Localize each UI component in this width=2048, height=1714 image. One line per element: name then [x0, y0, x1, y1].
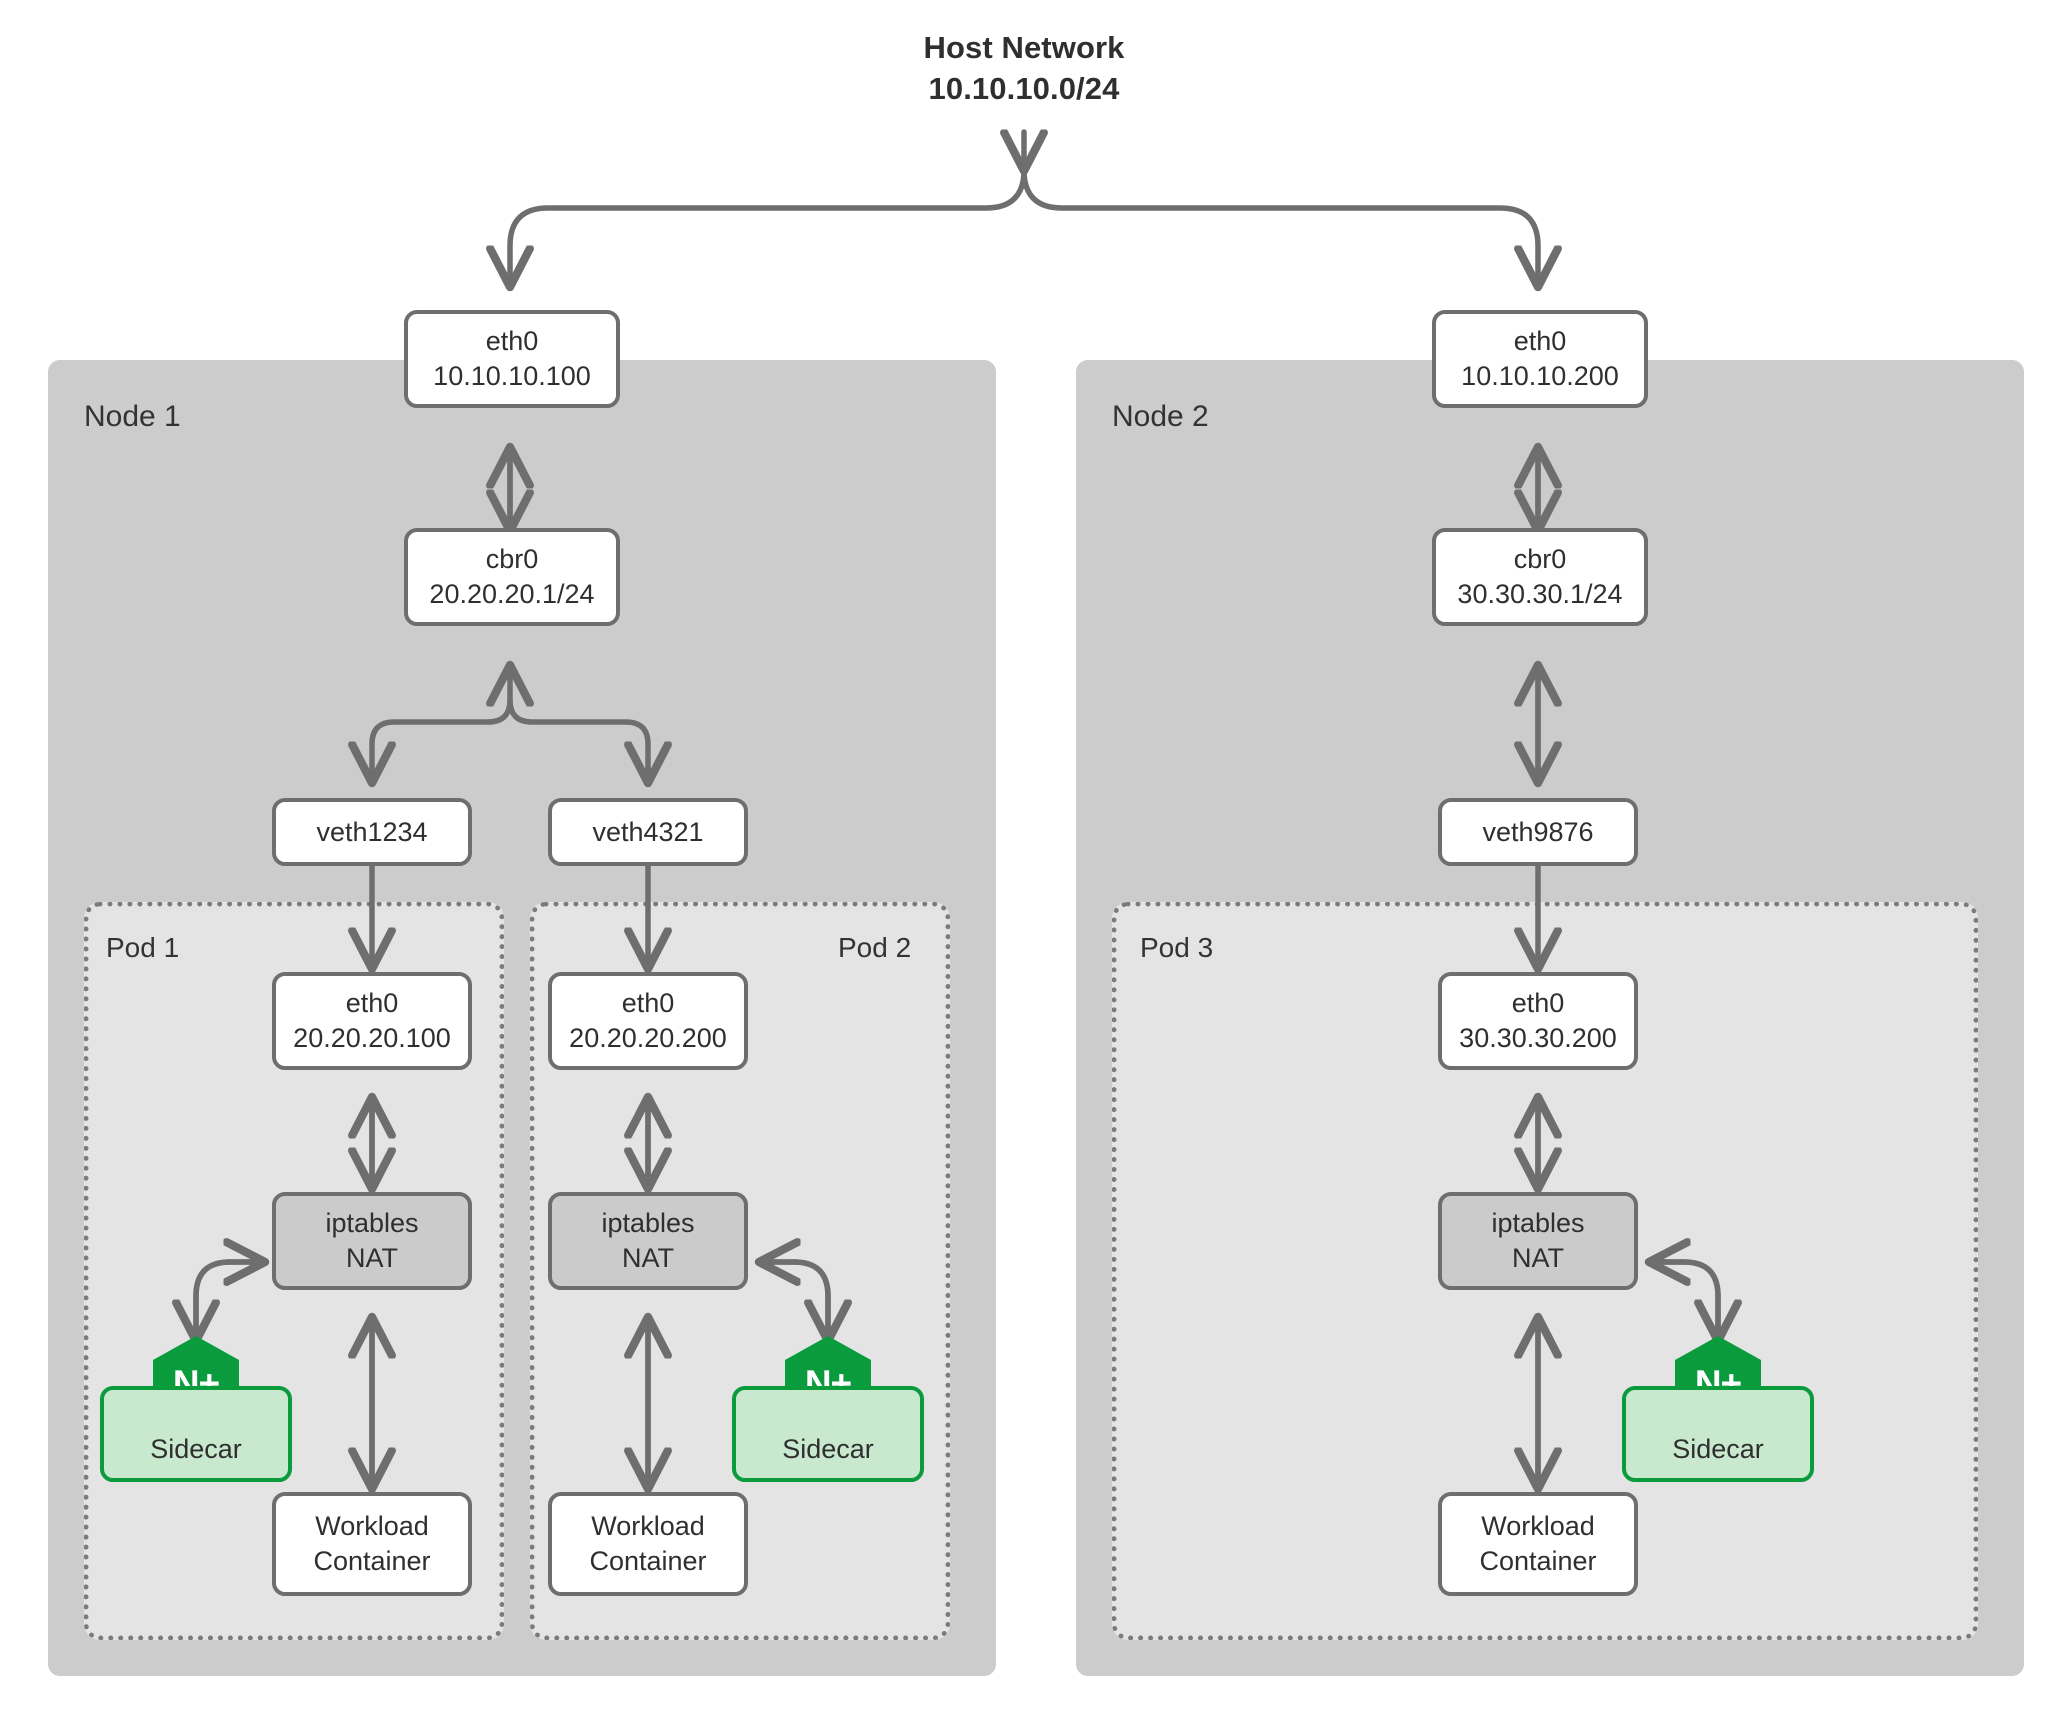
- pod-2-workload-line1: Workload: [591, 1511, 705, 1542]
- pod-3-eth0-box[interactable]: eth0 30.30.30.200: [1438, 972, 1638, 1070]
- pod-1-eth0-addr: 20.20.20.100: [293, 1023, 451, 1053]
- pod-2-sidecar-label: Sidecar: [782, 1434, 874, 1464]
- pod-1-iptables-nat-box[interactable]: iptables NAT: [272, 1192, 472, 1290]
- pod-2-workload-container-box[interactable]: Workload Container: [548, 1492, 748, 1596]
- node-2-veth9876-label: veth9876: [1482, 816, 1594, 847]
- pod-2-sidecar-box[interactable]: Sidecar: [732, 1386, 924, 1482]
- pod-1-sidecar-box[interactable]: Sidecar: [100, 1386, 292, 1482]
- node-1-veth1234-label: veth1234: [316, 816, 428, 847]
- pod-2-eth0-addr: 20.20.20.200: [569, 1023, 727, 1053]
- node-1-cbr0-name: cbr0: [485, 544, 539, 575]
- node-1-label: Node 1: [84, 400, 181, 433]
- pod-3-sidecar-box[interactable]: Sidecar: [1622, 1386, 1814, 1482]
- node-1-eth0-name: eth0: [485, 326, 539, 357]
- node-2-cbr0-addr: 30.30.30.1/24: [1457, 579, 1623, 609]
- pod-3-workload-line1: Workload: [1481, 1511, 1595, 1542]
- node-1-veth4321-label: veth4321: [592, 816, 704, 847]
- node-2-eth0-addr: 10.10.10.200: [1461, 361, 1619, 391]
- pod-3-workload-line2: Container: [1479, 1546, 1597, 1576]
- pod-1-sidecar-label: Sidecar: [150, 1434, 242, 1464]
- pod-1-label: Pod 1: [106, 932, 180, 963]
- node-2-label: Node 2: [1112, 400, 1209, 433]
- pod-1-eth0-name: eth0: [345, 988, 399, 1019]
- node-1-eth0-box[interactable]: eth0 10.10.10.100: [404, 310, 620, 408]
- pod-3-eth0-name: eth0: [1511, 988, 1565, 1019]
- pod-1-iptables-line2: NAT: [346, 1243, 398, 1273]
- pod-2-eth0-box[interactable]: eth0 20.20.20.200: [548, 972, 748, 1070]
- pod-2-iptables-line1: iptables: [601, 1208, 695, 1239]
- pod-2-eth0-name: eth0: [621, 988, 675, 1019]
- node-2-cbr0-box[interactable]: cbr0 30.30.30.1/24: [1432, 528, 1648, 626]
- node-2-veth9876-box[interactable]: veth9876: [1438, 798, 1638, 866]
- pod-1-workload-container-box[interactable]: Workload Container: [272, 1492, 472, 1596]
- pod-2-label: Pod 2: [838, 932, 912, 963]
- node-2-eth0-name: eth0: [1513, 326, 1567, 357]
- node-2-eth0-box[interactable]: eth0 10.10.10.200: [1432, 310, 1648, 408]
- node-1-veth1234-box[interactable]: veth1234: [272, 798, 472, 866]
- host-network-title-line1: Host Network: [923, 30, 1125, 65]
- host-network-title-line2: 10.10.10.0/24: [928, 70, 1120, 106]
- pod-2-iptables-line2: NAT: [622, 1243, 674, 1273]
- node-1-cbr0-box[interactable]: cbr0 20.20.20.1/24: [404, 528, 620, 626]
- pod-3-label: Pod 3: [1140, 932, 1214, 963]
- pod-1-workload-line2: Container: [313, 1546, 431, 1576]
- node-2-cbr0-name: cbr0: [1513, 544, 1567, 575]
- pod-3-iptables-line2: NAT: [1512, 1243, 1564, 1273]
- pod-3-sidecar-label: Sidecar: [1672, 1434, 1764, 1464]
- pod-3-workload-container-box[interactable]: Workload Container: [1438, 1492, 1638, 1596]
- pod-1-workload-line1: Workload: [315, 1511, 429, 1542]
- pod-3-eth0-addr: 30.30.30.200: [1459, 1023, 1617, 1053]
- pod-2-workload-line2: Container: [589, 1546, 707, 1576]
- pod-3-iptables-nat-box[interactable]: iptables NAT: [1438, 1192, 1638, 1290]
- node-1-cbr0-addr: 20.20.20.1/24: [429, 579, 595, 609]
- pod-2-iptables-nat-box[interactable]: iptables NAT: [548, 1192, 748, 1290]
- host-network-title: Host Network 10.10.10.0/24: [0, 28, 2048, 110]
- pod-1-eth0-box[interactable]: eth0 20.20.20.100: [272, 972, 472, 1070]
- node-1-eth0-addr: 10.10.10.100: [433, 361, 591, 391]
- pod-3-iptables-line1: iptables: [1491, 1208, 1585, 1239]
- node-1-veth4321-box[interactable]: veth4321: [548, 798, 748, 866]
- pod-1-iptables-line1: iptables: [325, 1208, 419, 1239]
